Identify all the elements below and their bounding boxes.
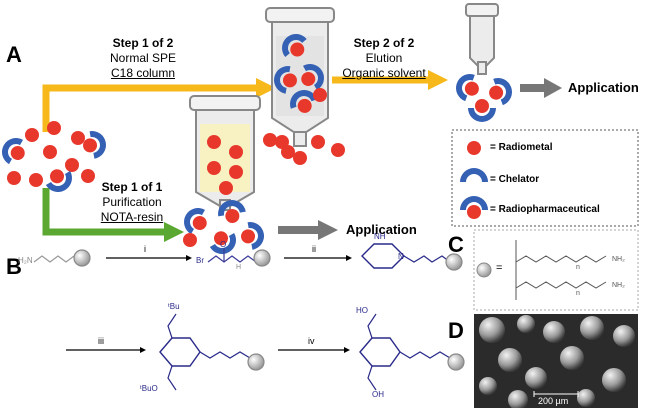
panel-label-b: B <box>6 254 22 279</box>
legend-radiometal-label: = Radiometal <box>490 142 553 153</box>
legend-radiometal-icon <box>467 141 481 155</box>
panel-c-n-bottom: n <box>576 290 580 297</box>
application-bottom: Application <box>346 222 417 237</box>
br-label: Br <box>196 256 204 265</box>
legend-chelator-label: = Chelator <box>490 174 540 185</box>
yellow-route-arrow <box>42 70 448 132</box>
green-route-arrow <box>42 188 184 242</box>
route2-step: Step 1 of 1 <box>101 180 163 194</box>
route2-text: Step 1 of 1 Purification NOTA-resin <box>84 180 180 225</box>
eluted-radiopharmaceutical <box>452 70 516 122</box>
ho-label: HO <box>356 306 368 315</box>
legend-radiopharmaceutical-label: = Radiopharmaceutical <box>490 204 600 215</box>
grey-arrow-top <box>520 78 562 98</box>
h-label-2: H <box>236 264 242 271</box>
synthesis-scheme <box>33 243 465 391</box>
bead-symbol <box>476 262 492 278</box>
tbu-label: ᵗBu <box>168 302 180 311</box>
sem-beads <box>474 314 638 408</box>
route2-method: Purification <box>102 195 162 209</box>
panel-c-nh2-bottom: NH₂ <box>612 282 625 289</box>
application-top: Application <box>568 80 639 95</box>
route1-text: Step 1 of 2 Normal SPE C18 column <box>80 36 206 81</box>
route1b-text: Step 2 of 2 Elution Organic solvent <box>334 36 434 81</box>
step-ii-label: ii <box>312 244 316 254</box>
route1b-solvent: Organic solvent <box>342 66 426 80</box>
panel-label-c: C <box>448 232 464 257</box>
step-i-label: i <box>144 244 146 254</box>
panel-c-nh2-top: NH₂ <box>612 256 625 263</box>
route1-method: Normal SPE <box>109 51 177 65</box>
sem-micrograph: 200 µm <box>474 314 638 408</box>
captured-complexes <box>179 198 266 259</box>
oh-label: OH <box>372 390 384 399</box>
panel-label-a: A <box>6 42 22 67</box>
nh-label-3: NH <box>374 232 386 241</box>
route2-resin: NOTA-resin <box>100 210 164 224</box>
nota-resin-column <box>189 95 261 211</box>
n-label-3: N <box>398 252 404 261</box>
elution-column <box>465 3 499 75</box>
route1b-method: Elution <box>365 51 403 65</box>
sem-scale-label: 200 µm <box>538 396 569 406</box>
c18-column <box>265 7 335 147</box>
panel-label-d: D <box>448 318 464 343</box>
step-iii-label: iii <box>98 336 104 346</box>
o-label-2: O <box>220 240 227 249</box>
panel-c-n-top: n <box>576 264 580 271</box>
panel-c-box <box>473 229 639 311</box>
route1-column: C18 column <box>110 66 176 80</box>
panel-c-equals: = <box>496 262 503 274</box>
grey-arrow-bottom <box>278 220 338 240</box>
route1b-step: Step 2 of 2 <box>353 36 415 50</box>
h2n-label: H₂N <box>18 256 33 265</box>
route1-step: Step 1 of 2 <box>112 36 174 50</box>
step-iv-label: iv <box>308 336 315 346</box>
panel-c-structure <box>515 240 607 300</box>
tbuo-label: ᵗBuO <box>140 384 158 393</box>
